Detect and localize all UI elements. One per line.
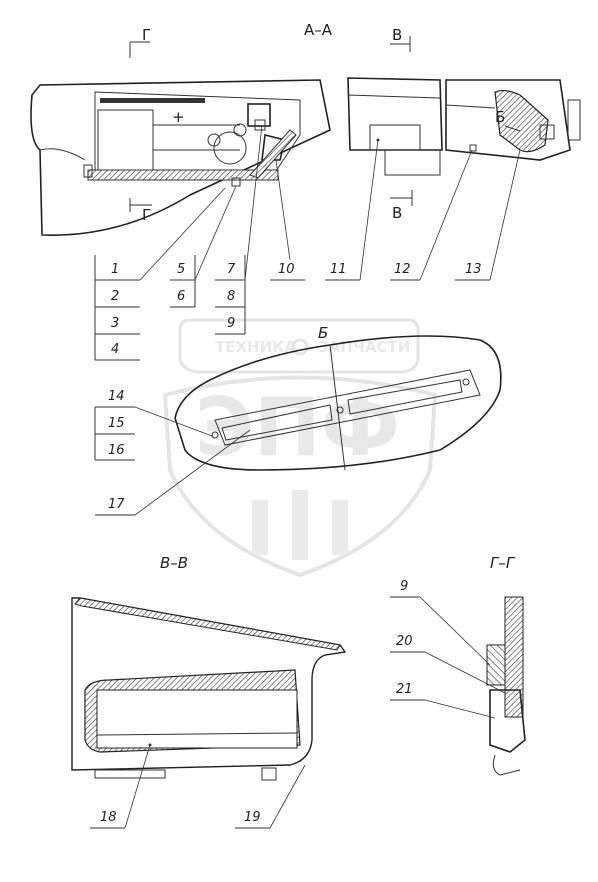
callout-5: 5 (177, 262, 185, 277)
callout-6: 6 (177, 289, 185, 304)
callout-21: 21 (396, 682, 413, 697)
section-gg: Г–Г 9 20 21 (390, 554, 526, 776)
watermark: ТЕХНИКА ЗАПЧАСТИ ЭПФ (162, 318, 438, 578)
callout-13: 13 (465, 262, 482, 277)
svg-text:Г: Г (142, 26, 151, 44)
callout-18: 18 (100, 810, 117, 825)
section-gg-title: Г–Г (490, 554, 516, 572)
section-vv-title: В–В (160, 554, 188, 572)
watermark-left-text: ТЕХНИКА (215, 338, 296, 356)
gear-icon (291, 338, 309, 356)
callout-17: 17 (108, 497, 125, 512)
callout-12: 12 (394, 262, 411, 277)
callout-2: 2 (111, 289, 119, 304)
callout-1: 1 (111, 262, 119, 277)
left-panel: + (30, 79, 331, 236)
callout-7: 7 (227, 262, 236, 277)
arrow-b-label: Б (495, 108, 505, 126)
callout-20: 20 (396, 634, 413, 649)
callout-10: 10 (278, 262, 295, 277)
callout-9: 9 (227, 316, 235, 331)
callout-19: 19 (244, 810, 261, 825)
cut-mark-g-top: Г (129, 26, 151, 58)
callouts-aa: 1 2 3 4 5 6 7 8 9 10 11 (94, 124, 521, 361)
callout-16: 16 (108, 443, 125, 458)
callout-14: 14 (108, 389, 125, 404)
callout-8: 8 (227, 289, 235, 304)
view-b: Б 14 15 16 17 (94, 324, 502, 516)
cut-mark-v-top: В (390, 26, 411, 52)
right-panel: Б (445, 79, 581, 161)
section-vv: В–В 18 19 (71, 554, 347, 829)
cut-mark-v-bottom: В (390, 190, 413, 222)
view-b-title: Б (318, 324, 328, 342)
section-aa: А–А Г В Г В (30, 21, 581, 361)
callout-4: 4 (111, 342, 119, 357)
callout-11: 11 (330, 262, 347, 277)
callout-15: 15 (108, 416, 125, 431)
callout-9-gg: 9 (400, 579, 408, 594)
svg-text:В: В (392, 204, 402, 222)
svg-text:Г: Г (142, 206, 151, 224)
callout-3: 3 (111, 316, 119, 331)
cut-mark-g-bottom: Г (129, 198, 152, 224)
middle-panel (347, 77, 443, 176)
section-aa-title: А–А (304, 21, 333, 39)
svg-text:В: В (392, 26, 402, 44)
svg-text:+: + (172, 108, 185, 126)
wheat-icon (252, 490, 348, 560)
